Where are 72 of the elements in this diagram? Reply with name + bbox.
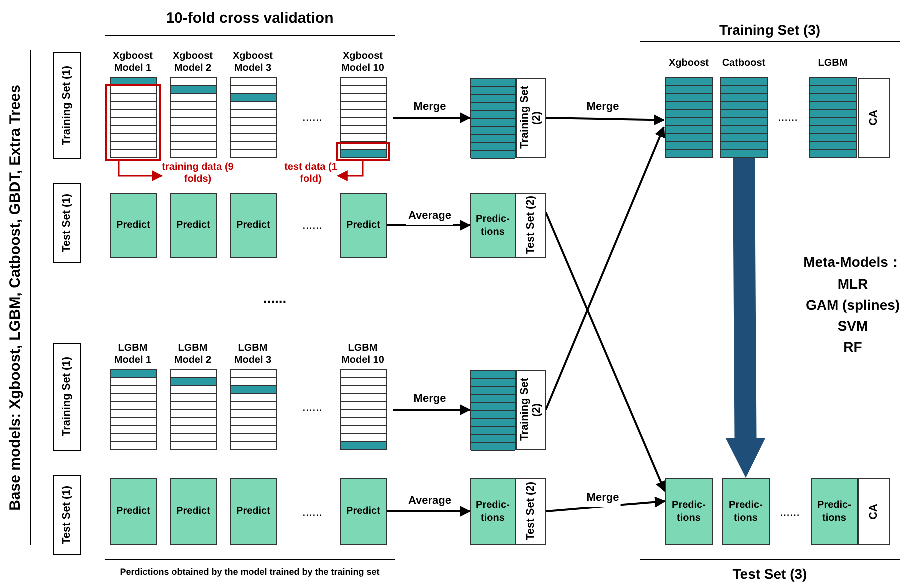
edge-label: Merge: [584, 99, 622, 116]
side-title: Base models: Xgboost, LGBM, Catboost, GBDT, Extra Trees: [6, 84, 25, 512]
set-label-box: Training Set (1): [53, 52, 81, 159]
ellipsis: ......: [301, 217, 324, 234]
set-label-box: Training Set (2): [516, 78, 546, 158]
model-heading: Xgboost Model 3: [232, 50, 274, 76]
model-name: SVM: [836, 317, 870, 336]
model-name: GAM (splines): [804, 296, 902, 315]
meta-models-heading: Meta-Models：: [802, 253, 904, 272]
set-label-box: Test Set (1): [53, 475, 81, 555]
block-arrow: [726, 158, 766, 478]
model-heading: Xgboost Model 10: [340, 50, 386, 76]
edge-label: Merge: [412, 391, 448, 408]
edge-label: Merge: [584, 490, 622, 506]
highlight-frame: [105, 84, 161, 161]
set-label-box: Training Set (2): [516, 370, 546, 450]
prediction-box: Predict: [170, 193, 217, 258]
section-title: Training Set (3): [718, 21, 822, 40]
arrow: [336, 161, 364, 182]
edge-label: Merge: [412, 99, 448, 116]
set-label-box: Test Set (1): [53, 183, 81, 263]
set-label-box: Test Set (2): [516, 478, 546, 545]
ellipsis: ......: [262, 289, 288, 308]
edge-label: Average: [406, 208, 454, 224]
ellipsis: ......: [301, 109, 324, 126]
section-title: 10-fold cross validation: [165, 9, 335, 29]
prediction-box: Predict: [110, 193, 157, 258]
set-label-box: CA: [858, 78, 890, 158]
set-label-box: Test Set (2): [516, 193, 546, 258]
model-heading: Catboost: [722, 57, 766, 71]
arrow: [393, 404, 472, 416]
set-label-box: Training Set (1): [53, 343, 81, 451]
arrow: [546, 114, 666, 126]
predictions-box: Predic-tions: [470, 478, 516, 545]
prediction-box: Predic-tions: [722, 478, 770, 545]
annotation-text: test data (1 fold): [284, 162, 338, 190]
model-heading: Xgboost: [669, 57, 709, 71]
highlight-frame: [336, 142, 390, 161]
arrow: [546, 496, 666, 512]
annotation-text: training data (9 folds): [162, 162, 234, 190]
section-title: Test Set (3): [732, 565, 808, 584]
model-heading: Xgboost Model 2: [172, 50, 214, 76]
arrow: [387, 220, 472, 231]
model-heading: LGBM Model 2: [173, 342, 213, 368]
model-name: MLR: [836, 275, 870, 294]
arrow: [387, 506, 472, 517]
prediction-box: Predic-tions: [811, 478, 858, 545]
edge-label: Average: [406, 493, 454, 510]
arrow: [393, 112, 472, 124]
arrow: [545, 126, 666, 410]
predictions-box: Predic-tions: [470, 193, 516, 258]
set-label-box: CA: [858, 478, 890, 545]
prediction-box: Predict: [170, 478, 217, 545]
model-name: RF: [842, 338, 864, 357]
prediction-box: Predict: [230, 193, 277, 258]
arrow: [545, 212, 666, 492]
prediction-box: Predict: [110, 478, 157, 545]
ellipsis: ......: [301, 504, 324, 521]
prediction-box: Predict: [230, 478, 277, 545]
model-heading: LGBM Model 10: [340, 342, 386, 368]
footnote: Perdictions obtained by the model trained by the training set: [119, 566, 381, 579]
model-heading: LGBM: [818, 57, 848, 71]
model-heading: LGBM Model 3: [233, 342, 273, 368]
prediction-box: Predic-tions: [665, 478, 713, 545]
prediction-box: Predict: [340, 193, 387, 258]
model-heading: Xgboost Model 1: [112, 50, 154, 76]
prediction-box: Predict: [340, 478, 387, 545]
arrow: [118, 161, 164, 182]
ellipsis: ......: [776, 109, 799, 126]
ellipsis: ......: [301, 399, 324, 416]
ellipsis: ......: [778, 504, 801, 521]
model-heading: LGBM Model 1: [113, 342, 153, 368]
